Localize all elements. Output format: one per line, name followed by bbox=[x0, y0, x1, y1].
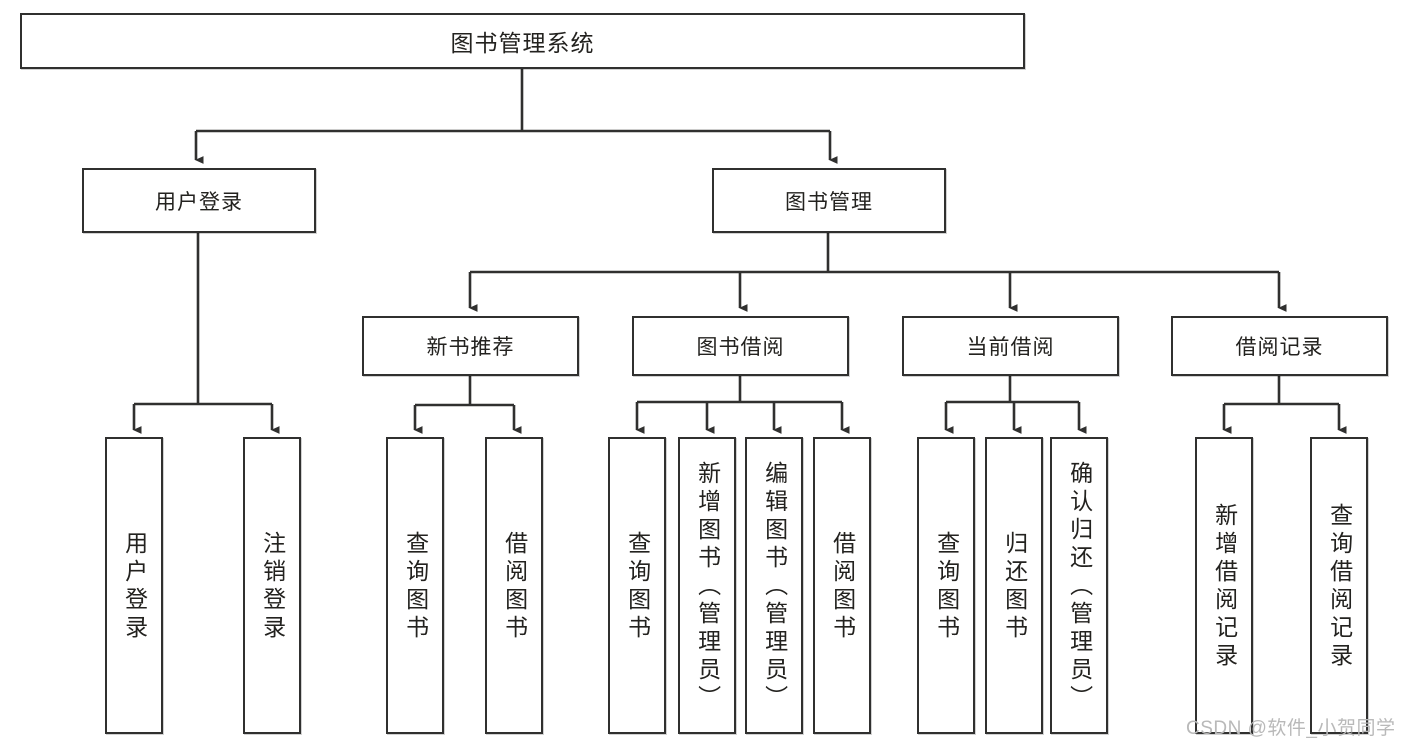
node-label: 图书借阅 bbox=[696, 336, 785, 359]
leaf-new-book-query[interactable]: 查询图书 bbox=[386, 437, 444, 734]
node-label: 借阅图书 bbox=[501, 530, 528, 643]
leaf-user-login-login[interactable]: 用户登录 bbox=[105, 437, 163, 734]
leaf-current-borrow-confirm-return[interactable]: 确认归还（管理员） bbox=[1050, 437, 1108, 734]
node-user-login[interactable]: 用户登录 bbox=[82, 168, 316, 233]
node-label: 图书管理 bbox=[785, 190, 873, 214]
node-label: 查询借阅记录 bbox=[1326, 502, 1353, 671]
node-label: 用户登录 bbox=[121, 530, 148, 643]
leaf-book-borrow-add[interactable]: 新增图书（管理员） bbox=[678, 437, 736, 734]
node-book-borrow[interactable]: 图书借阅 bbox=[632, 316, 849, 376]
node-book-management[interactable]: 图书管理 bbox=[712, 168, 946, 233]
node-label: 查询图书 bbox=[402, 530, 429, 643]
node-label: 新增图书（管理员） bbox=[694, 460, 721, 713]
node-label: 归还图书 bbox=[1001, 530, 1028, 643]
leaf-user-login-logout[interactable]: 注销登录 bbox=[243, 437, 301, 734]
watermark-text: CSDN @软件_小贺同学 bbox=[1186, 718, 1396, 739]
node-label: 新书推荐 bbox=[426, 336, 515, 359]
node-label: 查询图书 bbox=[624, 530, 651, 643]
leaf-book-borrow-edit[interactable]: 编辑图书（管理员） bbox=[745, 437, 803, 734]
node-label: 确认归还（管理员） bbox=[1066, 460, 1093, 713]
node-label: 查询图书 bbox=[933, 530, 960, 643]
node-label: 图书管理系统 bbox=[450, 30, 595, 56]
leaf-new-book-borrow[interactable]: 借阅图书 bbox=[485, 437, 543, 734]
node-label: 编辑图书（管理员） bbox=[761, 460, 788, 713]
node-label: 当前借阅 bbox=[966, 336, 1055, 359]
node-borrow-record[interactable]: 借阅记录 bbox=[1171, 316, 1388, 376]
leaf-book-borrow-query[interactable]: 查询图书 bbox=[608, 437, 666, 734]
node-label: 用户登录 bbox=[155, 190, 243, 214]
node-label: 借阅图书 bbox=[829, 530, 856, 643]
leaf-borrow-record-add[interactable]: 新增借阅记录 bbox=[1195, 437, 1253, 734]
node-new-book-recommend[interactable]: 新书推荐 bbox=[362, 316, 579, 376]
leaf-current-borrow-return[interactable]: 归还图书 bbox=[985, 437, 1043, 734]
leaf-current-borrow-query[interactable]: 查询图书 bbox=[917, 437, 975, 734]
node-root-system[interactable]: 图书管理系统 bbox=[20, 13, 1025, 69]
node-current-borrow[interactable]: 当前借阅 bbox=[902, 316, 1119, 376]
node-label: 新增借阅记录 bbox=[1211, 502, 1238, 671]
leaf-borrow-record-query[interactable]: 查询借阅记录 bbox=[1310, 437, 1368, 734]
node-label: 注销登录 bbox=[259, 530, 286, 643]
leaf-book-borrow-borrow[interactable]: 借阅图书 bbox=[813, 437, 871, 734]
node-label: 借阅记录 bbox=[1235, 336, 1324, 359]
